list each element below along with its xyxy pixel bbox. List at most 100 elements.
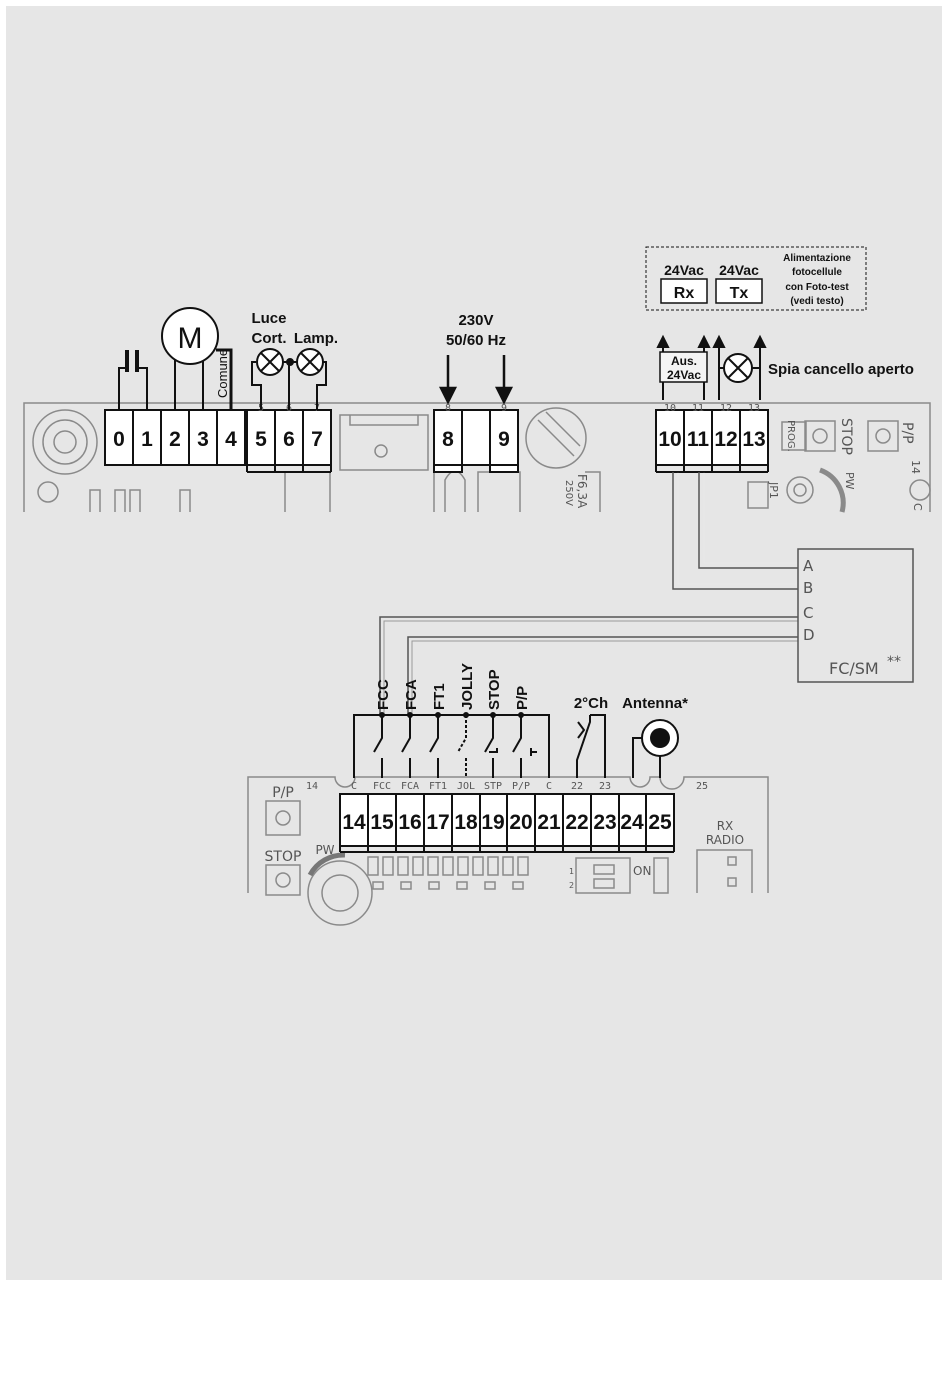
pcb-mark-stp: STP	[484, 781, 502, 792]
fcsm-row-d: D	[803, 626, 815, 644]
power-frequency: 50/60 Hz	[446, 332, 506, 349]
stop-button-label: STOP	[838, 418, 854, 455]
rx-radio-label-2: RADIO	[706, 833, 744, 847]
aus-voltage: 24Vac	[667, 368, 701, 382]
tx-voltage: 24Vac	[719, 262, 759, 278]
rx-voltage: 24Vac	[664, 262, 704, 278]
photocell-note-1: Alimentazione	[783, 253, 851, 264]
photocell-box: 24Vac 24Vac Rx Tx Alimentazione fotocell…	[645, 246, 867, 311]
power-arrows	[438, 355, 514, 405]
lamp-wiring	[251, 348, 327, 410]
edge-14-label: 14	[909, 460, 922, 474]
power-voltage: 230V	[458, 312, 493, 329]
input-nodes	[379, 712, 524, 718]
spia-label: Spia cancello aperto	[768, 361, 914, 378]
fcsm-row-c: C	[803, 604, 813, 622]
terminal-8: 8	[442, 428, 454, 451]
pcb-mark-11: 11	[692, 403, 704, 414]
aux-box: Aus. 24Vac	[659, 351, 708, 383]
lamp-label: Lamp.	[294, 330, 338, 347]
terminal-24: 24	[620, 811, 644, 834]
fcsm-name: FC/SM	[829, 659, 879, 678]
terminal-20: 20	[509, 811, 532, 834]
terminal-6: 6	[283, 428, 295, 451]
terminal-5: 5	[255, 428, 267, 451]
fcsm-wires	[379, 472, 798, 715]
input-fca: FCA	[403, 679, 420, 710]
terminal-25: 25	[648, 811, 672, 834]
pcb-mark-9: 9	[501, 403, 507, 414]
terminal-12: 12	[714, 428, 737, 451]
cort-label: Cort.	[252, 330, 287, 347]
bottom-board	[247, 776, 769, 926]
fuse-voltage: 250V	[563, 480, 574, 506]
terminal-block-a: 0 1 2 3 4 5 6 7 5 6 7	[104, 403, 332, 473]
terminal-block-bottom: 14 15 16 17 18 19 20 21 22 23 24 25	[339, 793, 675, 853]
input-ft1: FT1	[431, 683, 448, 710]
input-fcc: FCC	[375, 679, 392, 710]
pcb-mark-13: 13	[748, 403, 760, 414]
pp-button-label: P/P	[899, 422, 915, 444]
pcb-mark-23: 23	[599, 781, 611, 792]
terminal-23: 23	[593, 811, 616, 834]
pcb-mark-25: 25	[696, 781, 708, 792]
dip-on-label: ON	[633, 864, 651, 878]
pcb-mark-12: 12	[720, 403, 732, 414]
fcsm-row-b: B	[803, 579, 813, 597]
input-jolly: JOLLY	[459, 663, 476, 710]
rx-label: Rx	[674, 285, 695, 302]
pw-label: PW	[843, 472, 856, 490]
bottom-pcb-marks: C FCC FCA FT1 JOL STP P/P C 22 23 14 25	[306, 781, 708, 792]
terminal-19: 19	[481, 811, 504, 834]
dip-1-label: 1	[569, 867, 574, 876]
aux-wiring	[656, 334, 767, 400]
terminal-2: 2	[169, 428, 181, 451]
terminal-block-c: 10 11 12 13 10 11 12 13	[655, 403, 769, 473]
terminal-17: 17	[426, 811, 449, 834]
tx-label: Tx	[730, 285, 749, 302]
pcb-mark-ft1: FT1	[429, 781, 447, 792]
motor-wiring	[118, 307, 233, 410]
bottom-pp-label: P/P	[272, 785, 294, 801]
dip-2-label: 2	[569, 881, 574, 890]
photocell-note-4: (vedi testo)	[790, 296, 843, 307]
terminal-14: 14	[342, 811, 366, 834]
terminal-block-b: 8 9 8 9	[433, 403, 519, 473]
input-stop: STOP	[486, 669, 503, 710]
edge-c-label: C	[911, 503, 924, 511]
photocell-note-3: con Foto-test	[785, 282, 849, 293]
pcb-mark-c1: C	[351, 781, 357, 792]
terminal-7: 7	[311, 428, 323, 451]
terminal-9: 9	[498, 428, 510, 451]
pcb-mark-22: 22	[571, 781, 583, 792]
terminal-15: 15	[370, 811, 394, 834]
background-panel	[6, 6, 942, 1280]
pcb-mark-8: 8	[445, 403, 451, 414]
pcb-mark-pp: P/P	[512, 781, 530, 792]
antenna-label: Antenna*	[622, 695, 688, 712]
terminal-21: 21	[537, 811, 561, 834]
terminal-11: 11	[687, 428, 710, 451]
terminal-18: 18	[454, 811, 478, 834]
terminal-13: 13	[742, 428, 765, 451]
motor-label: M	[178, 322, 203, 355]
terminal-0: 0	[113, 428, 125, 451]
photocell-note-2: fotocellule	[792, 267, 842, 278]
fcsm-stars: **	[887, 654, 901, 670]
jp1-label: JP1	[767, 481, 780, 499]
terminal-1: 1	[141, 428, 153, 451]
terminal-22: 22	[565, 811, 588, 834]
terminal-3: 3	[197, 428, 209, 451]
luce-label: Luce	[251, 310, 286, 327]
prog-button-label: PROG.	[785, 420, 796, 452]
aus-label: Aus.	[671, 354, 697, 368]
fcsm-row-a: A	[803, 557, 814, 575]
comune-label: Comune	[215, 349, 230, 398]
fcsm-box: A B C D FC/SM **	[797, 548, 914, 683]
input-contacts	[353, 714, 648, 778]
pcb-mark-fca: FCA	[401, 781, 419, 792]
antenna-icon	[641, 719, 679, 778]
bottom-stop-label: STOP	[265, 849, 302, 865]
terminal-16: 16	[398, 811, 421, 834]
